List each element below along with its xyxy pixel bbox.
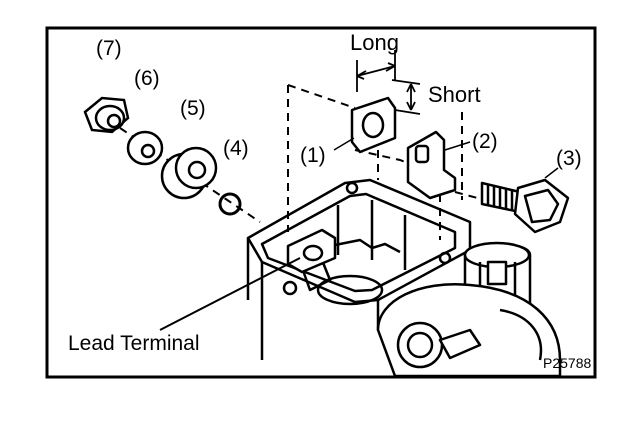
label-part-6: (6) [134, 67, 160, 90]
figure-code: P25788 [543, 355, 591, 371]
part-1-leader [333, 137, 355, 151]
label-part-3: (3) [556, 147, 582, 170]
part-2-leader [444, 141, 471, 151]
part-5-insulator [160, 146, 218, 200]
terminal-bracket [286, 228, 401, 274]
part-3-leader [544, 167, 559, 179]
label-part-5: (5) [180, 97, 206, 120]
label-part-4: (4) [223, 137, 249, 160]
figure-border [45, 26, 597, 379]
dimension-long-label: Long [350, 30, 399, 55]
gear-housing [376, 283, 562, 378]
lead-terminal-leader [159, 257, 301, 331]
label-part-1: (1) [300, 144, 326, 167]
label-part-7: (7) [96, 37, 122, 60]
label-part-2: (2) [472, 130, 498, 153]
part-1-terminal-plate [350, 96, 397, 154]
part-4-o-ring [218, 192, 242, 216]
part-7-nut [83, 96, 130, 134]
part-2-bracket-clip [406, 130, 457, 200]
part-6-washer [126, 130, 164, 166]
part-3-bolt [480, 178, 570, 234]
lead-terminal-label: Lead Terminal [68, 332, 200, 355]
dimension-arrows [356, 50, 421, 115]
dimension-short-label: Short [428, 82, 481, 107]
